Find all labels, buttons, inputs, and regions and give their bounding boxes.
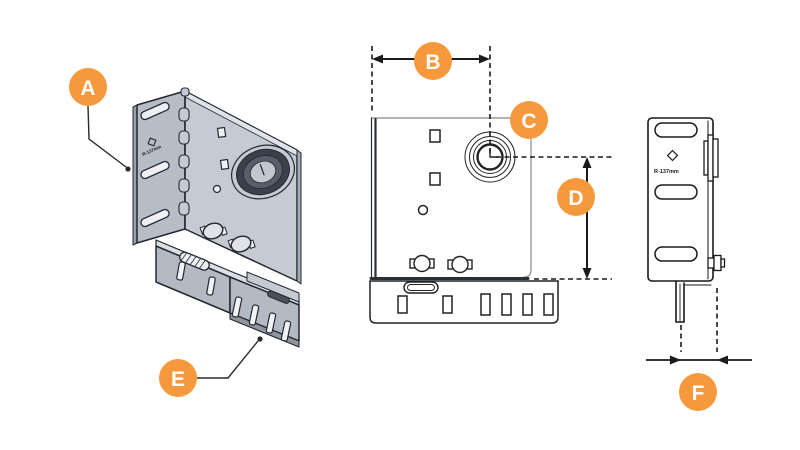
front-plate (372, 118, 531, 278)
side-bearing-profile (703, 134, 719, 182)
front-flange-stadium-inner (407, 284, 435, 291)
callout-e-label: E (171, 368, 185, 391)
front-plate-right-edge (523, 117, 532, 278)
iso-right-edge (296, 149, 302, 285)
dim-b-arrowhead-left (372, 54, 383, 64)
dim-f-arrowhead-left (670, 355, 681, 365)
iso-wall-slots (140, 101, 170, 228)
front-square-holes (417, 129, 441, 216)
front-keyhole-slots (409, 254, 473, 274)
iso-keyhole-slots (199, 222, 256, 253)
callout-a-badge: A (69, 68, 107, 106)
callout-a-label: A (80, 77, 95, 100)
isometric-view: R-137mm (132, 87, 302, 348)
leader-lines (87, 105, 263, 379)
callout-f-badge: F (679, 373, 717, 411)
dim-b-arrowhead-right (479, 54, 490, 64)
callout-e-leader (197, 340, 259, 379)
dim-f-arrowhead-right (717, 355, 728, 365)
iso-square-holes (212, 126, 230, 194)
dim-d-arrowhead-top (582, 157, 592, 168)
callout-e-badge: E (159, 359, 197, 397)
iso-hinge-knuckles (178, 87, 190, 216)
iso-diamond-mark (147, 137, 157, 147)
iso-bottom-flange (155, 239, 300, 348)
side-diamond-mark (666, 149, 679, 162)
callout-d-label: D (568, 187, 583, 210)
callout-f-label: F (692, 382, 705, 405)
front-flange-stadium-slot (403, 281, 439, 294)
callout-b-badge: B (414, 42, 452, 80)
callout-b-label: B (425, 51, 440, 74)
side-stud (707, 254, 726, 272)
side-part-marking: R-137mm (654, 169, 679, 175)
callout-e-leader-dot (257, 336, 263, 342)
side-slots (654, 122, 698, 262)
iso-bearing (231, 144, 295, 200)
side-view: R-137mm (647, 117, 726, 323)
callout-a-leader-dot (125, 166, 131, 172)
callout-a-leader (87, 105, 127, 168)
callout-c-badge: C (510, 101, 548, 139)
dimension-lines (371, 46, 752, 365)
front-flange-slots (397, 293, 554, 316)
dim-d-arrowhead-bottom (582, 268, 592, 279)
callout-badges: A B C D E F (69, 42, 717, 411)
front-view (369, 117, 559, 324)
callout-d-badge: D (557, 178, 595, 216)
side-leg (675, 280, 712, 323)
callout-c-label: C (521, 110, 536, 133)
